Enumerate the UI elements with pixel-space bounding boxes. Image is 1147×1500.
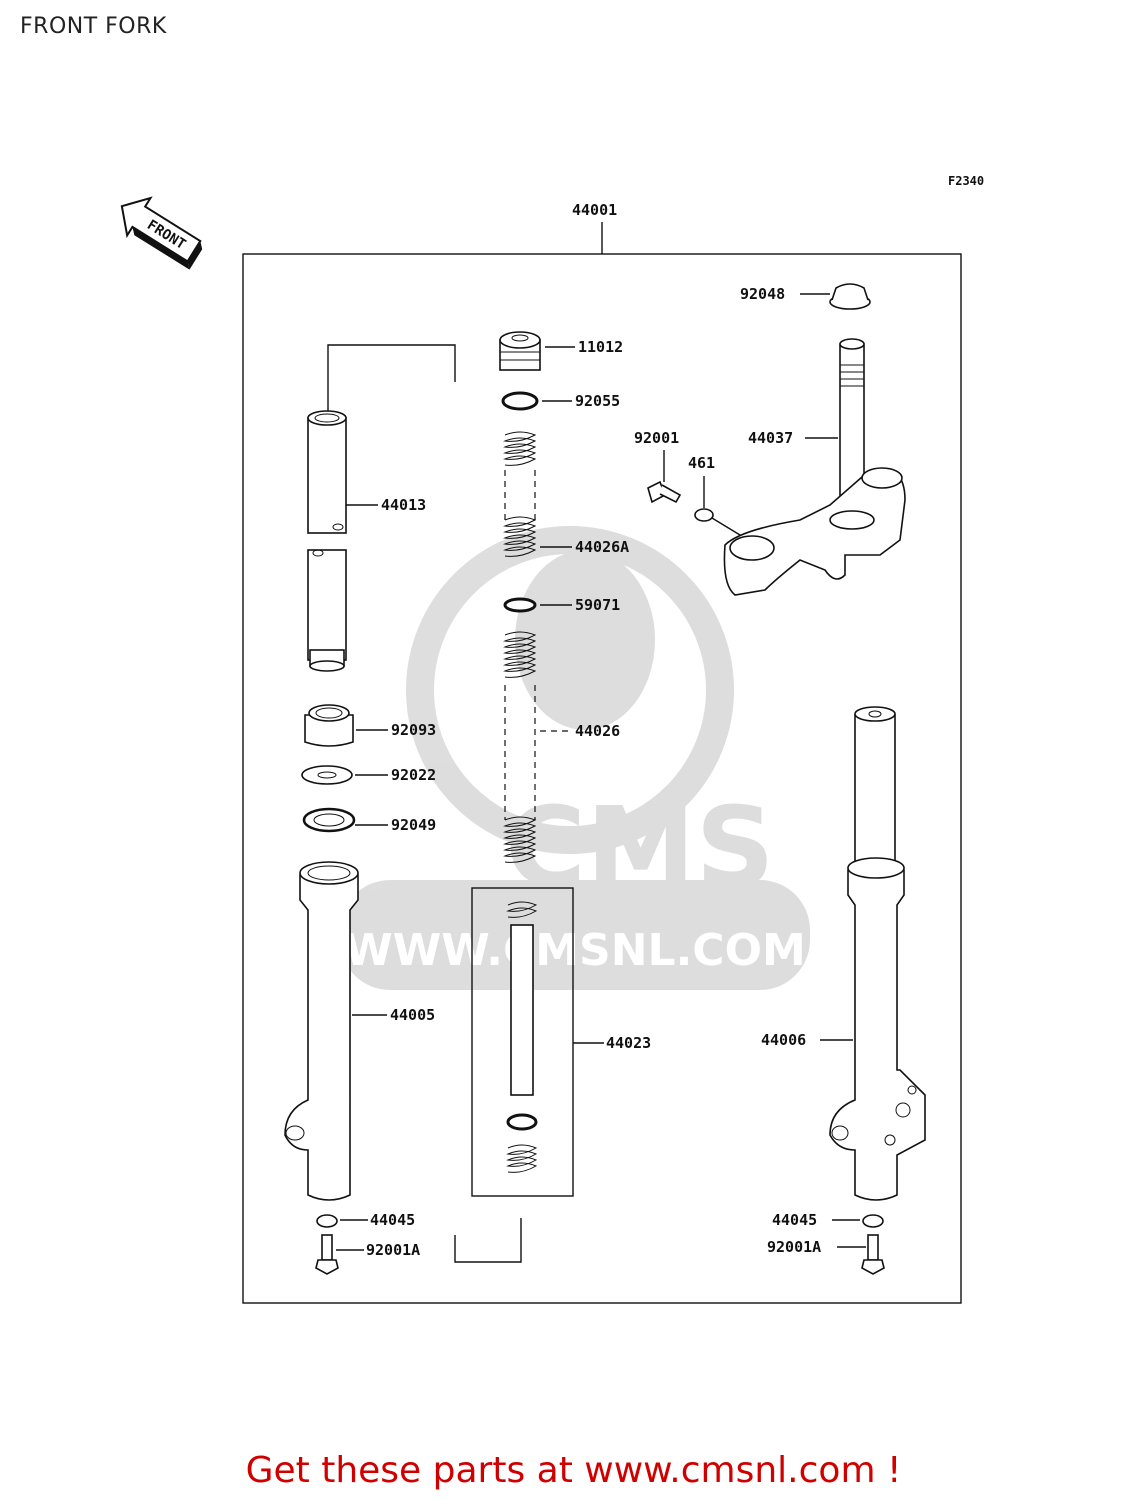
label-44006: 44006 [761,1031,806,1049]
part-59071 [503,597,572,613]
label-461: 461 [688,454,715,472]
part-44005 [284,861,387,1201]
parts-diagram: CMS WWW.CMSNL.COM F2340 FRONT 44001 9204… [120,174,984,1304]
label-59071: 59071 [575,596,620,614]
label-92049: 92049 [391,816,436,834]
label-92055: 92055 [575,392,620,410]
cta-link-text[interactable]: Get these parts at www.cmsnl.com ! [245,1450,902,1491]
watermark: CMS WWW.CMSNL.COM [340,526,810,990]
label-92001A-right: 92001A [767,1238,821,1256]
label-44045-left: 44045 [370,1211,415,1229]
label-44026: 44026 [575,722,620,740]
label-44013: 44013 [381,496,426,514]
part-92001A-right [837,1234,885,1275]
part-44045-right [832,1214,884,1228]
label-44001: 44001 [572,201,617,219]
label-44023: 44023 [606,1034,651,1052]
part-11012 [499,331,575,371]
label-44037: 44037 [748,429,793,447]
part-92055 [501,391,572,411]
label-11012: 11012 [578,338,623,356]
label-92093: 92093 [391,721,436,739]
page-title: FRONT FORK [20,14,167,39]
part-44045-left [316,1214,368,1228]
front-arrow-icon: FRONT [120,196,203,270]
label-92001: 92001 [634,429,679,447]
label-44026A: 44026A [575,538,629,556]
part-92001A-left [315,1234,364,1275]
watermark-brand: CMS [505,783,774,911]
part-44026A [503,431,572,557]
watermark-url: WWW.CMSNL.COM [344,925,806,976]
part-44013 [307,344,456,672]
part-44026 [503,631,572,863]
part-92048 [800,283,871,310]
part-92049 [302,807,388,833]
label-92022: 92022 [391,766,436,784]
part-44023 [454,887,604,1263]
part-44006 [820,706,926,1201]
label-44045-right: 44045 [772,1211,817,1229]
figure-code: F2340 [948,174,984,188]
label-44005: 44005 [390,1006,435,1024]
part-92093 [304,704,388,747]
part-44037 [723,338,906,596]
part-92022 [301,765,388,785]
label-92048: 92048 [740,285,785,303]
part-461 [694,476,741,536]
label-92001A-left: 92001A [366,1241,420,1259]
part-92001 [647,450,682,504]
